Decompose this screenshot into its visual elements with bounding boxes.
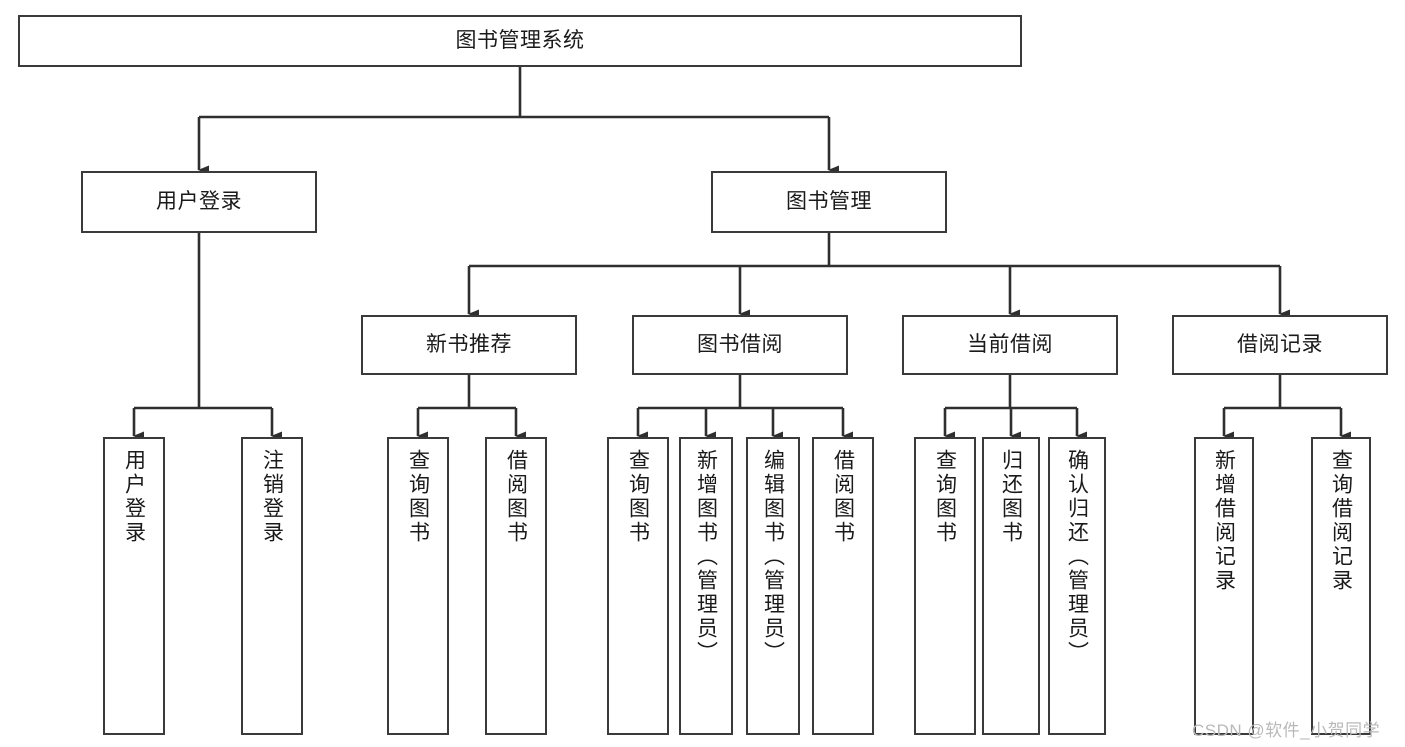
node-root-label: 图书管理系统 [455,29,585,53]
leaf-query-book-recommend[interactable]: 查询图书 [387,437,449,735]
leaf-add-borrow-record[interactable]: 新增借阅记录 [1194,437,1254,735]
leaf-query-book-current-label: 查询图书 [933,449,957,545]
node-current-borrow-label: 当前借阅 [967,333,1053,357]
leaf-return-book-label: 归还图书 [999,449,1023,545]
leaf-add-book-label: 新增图书（管理员） [694,449,718,665]
leaf-add-book[interactable]: 新增图书（管理员） [679,437,733,735]
leaf-return-book[interactable]: 归还图书 [982,437,1040,735]
node-borrow-records[interactable]: 借阅记录 [1172,315,1388,375]
leaf-borrow-book-recommend-label: 借阅图书 [504,449,528,545]
node-borrow-records-label: 借阅记录 [1237,333,1323,357]
node-book-borrow[interactable]: 图书借阅 [632,315,848,375]
leaf-query-book-borrow-label: 查询图书 [626,449,650,545]
node-user-login[interactable]: 用户登录 [81,171,317,233]
leaf-query-book-borrow[interactable]: 查询图书 [607,437,669,735]
node-book-management-label: 图书管理 [786,190,872,214]
leaf-add-borrow-record-label: 新增借阅记录 [1212,449,1236,593]
leaf-query-book-recommend-label: 查询图书 [406,449,430,545]
leaf-query-borrow-record-label: 查询借阅记录 [1329,449,1353,593]
node-current-borrow[interactable]: 当前借阅 [902,315,1118,375]
leaf-user-login[interactable]: 用户登录 [103,437,165,735]
node-user-login-label: 用户登录 [156,190,242,214]
node-book-management[interactable]: 图书管理 [711,171,947,233]
leaf-edit-book[interactable]: 编辑图书（管理员） [746,437,800,735]
leaf-query-book-current[interactable]: 查询图书 [914,437,976,735]
leaf-borrow-book[interactable]: 借阅图书 [812,437,874,735]
node-new-book-recommend-label: 新书推荐 [426,333,512,357]
leaf-confirm-return-label: 确认归还（管理员） [1065,449,1089,665]
node-root[interactable]: 图书管理系统 [18,15,1022,67]
node-new-book-recommend[interactable]: 新书推荐 [361,315,577,375]
leaf-borrow-book-recommend[interactable]: 借阅图书 [485,437,547,735]
node-book-borrow-label: 图书借阅 [697,333,783,357]
leaf-confirm-return[interactable]: 确认归还（管理员） [1048,437,1106,735]
leaf-edit-book-label: 编辑图书（管理员） [761,449,785,665]
leaf-borrow-book-label: 借阅图书 [831,449,855,545]
leaf-logout-label: 注销登录 [260,449,284,545]
leaf-logout[interactable]: 注销登录 [241,437,303,735]
leaf-query-borrow-record[interactable]: 查询借阅记录 [1311,437,1371,735]
leaf-user-login-label: 用户登录 [122,449,146,545]
